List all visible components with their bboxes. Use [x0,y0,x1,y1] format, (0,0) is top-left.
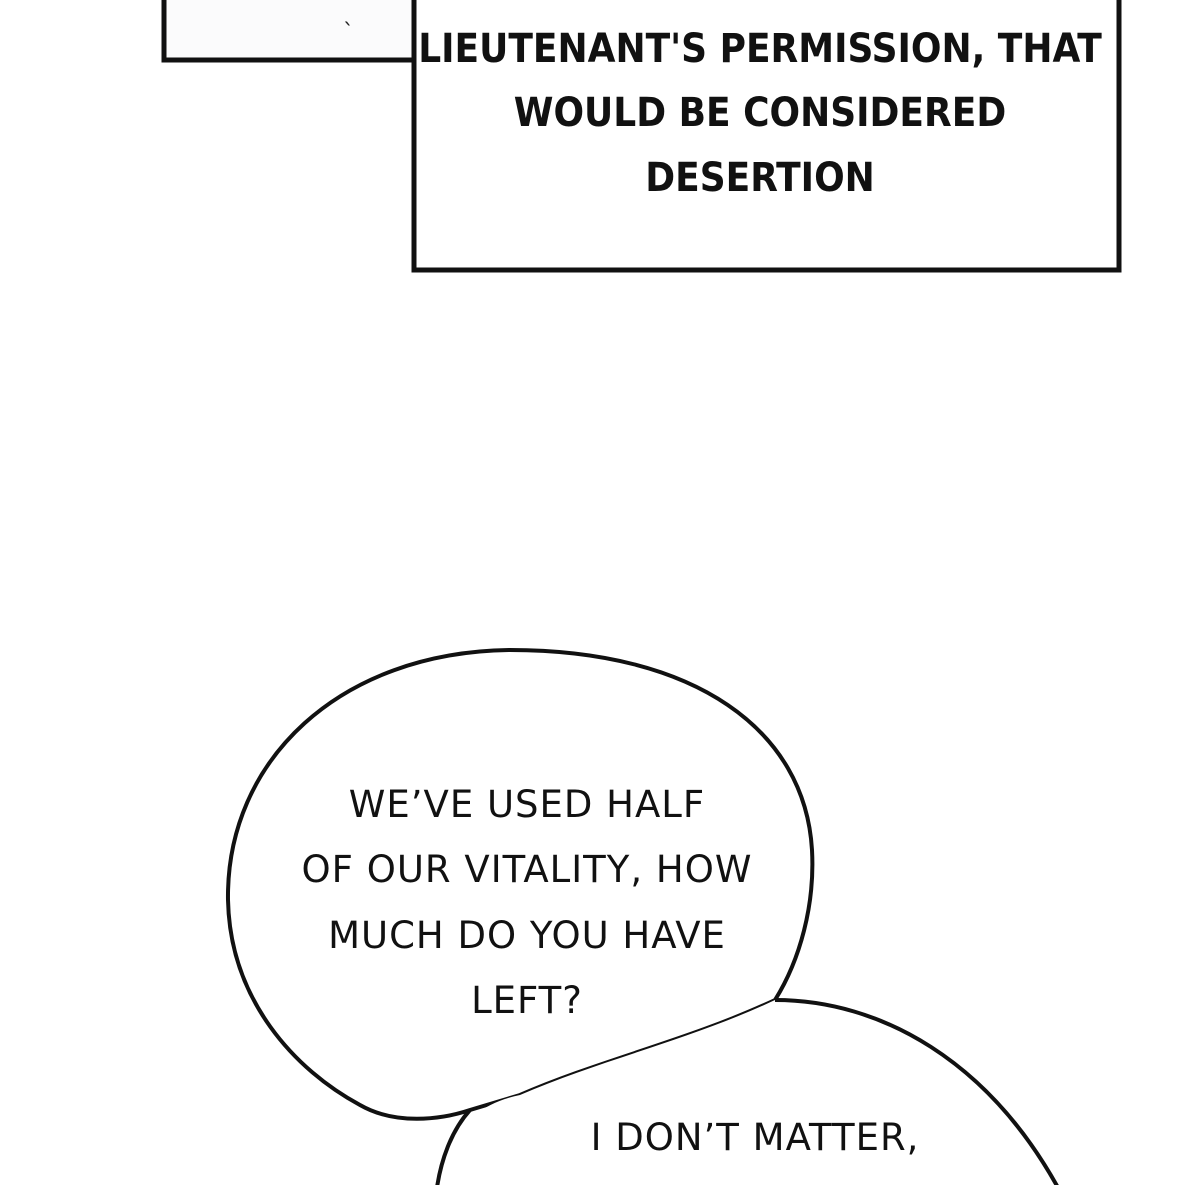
speech-bubble-2: I DON’T MATTER, [433,998,1059,1185]
narration-line-2: WOULD BE CONSIDERED [514,90,1006,136]
top-panel-fragment: ˎ [161,0,427,63]
narration-box-frame [411,0,1122,273]
narration-line-1: LIEUTENANT'S PERMISSION, THAT [418,26,1102,72]
top-panel-frame [161,0,427,63]
top-panel-mark: ˎ [343,1,354,26]
speech-bubble-2-edge [774,998,1059,1185]
bubble-2-line-1: I DON’T MATTER, [591,1116,920,1159]
narration-box: LIEUTENANT'S PERMISSION, THAT WOULD BE C… [411,0,1122,273]
bubble-1-line-4: LEFT? [471,979,583,1022]
bubble-1-line-1: WE’VE USED HALF [349,783,705,826]
speech-bubble-2-outline [433,1000,1053,1185]
bubble-1-line-3: MUCH DO YOU HAVE [328,914,726,957]
narration-line-3: DESERTION [645,155,875,201]
bubble-1-line-2: OF OUR VITALITY, HOW [302,848,753,891]
speech-bubble-1: WE’VE USED HALF OF OUR VITALITY, HOW MUC… [225,647,815,1121]
